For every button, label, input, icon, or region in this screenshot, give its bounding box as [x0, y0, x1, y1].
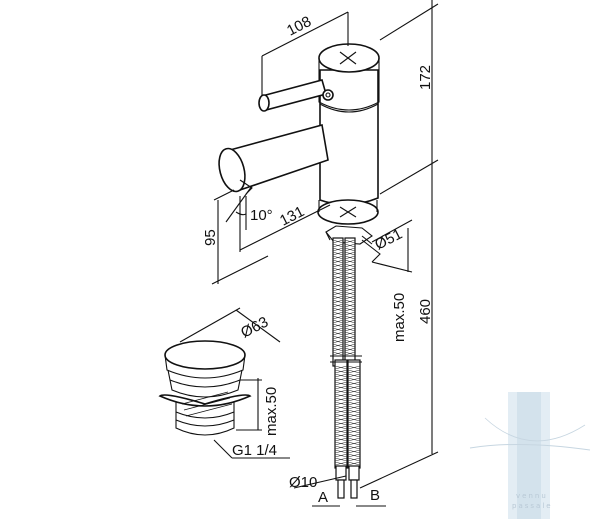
flexible-hoses: [330, 237, 362, 499]
dim-spout-height: 95: [202, 229, 219, 246]
dim-spout-projection: 131: [277, 203, 307, 230]
dim-waste-diameter: Ø63: [238, 314, 271, 342]
dim-max-thickness-waste: max.50: [263, 387, 280, 436]
brand-watermark: vennu passale: [469, 392, 591, 519]
label-connection-b: B: [370, 487, 380, 504]
dim-hose-length: 460: [417, 299, 434, 324]
dim-max-thickness-tap: max.50: [391, 293, 408, 342]
dim-spout-angle: 10°: [250, 207, 273, 224]
watermark-tagline: passale: [512, 502, 553, 510]
dim-base-diameter: Ø51: [372, 226, 405, 254]
dimension-lines: [179, 0, 439, 507]
dim-height-total: 172: [417, 65, 434, 90]
watermark-brand: vennu: [516, 492, 548, 500]
label-connection-a: A: [318, 489, 328, 506]
dim-hose-diameter: Ø10: [289, 474, 317, 491]
pop-up-waste: [158, 340, 252, 436]
dim-waste-thread: G1 1/4: [232, 442, 277, 459]
dim-spout-reach: 108: [284, 13, 314, 40]
